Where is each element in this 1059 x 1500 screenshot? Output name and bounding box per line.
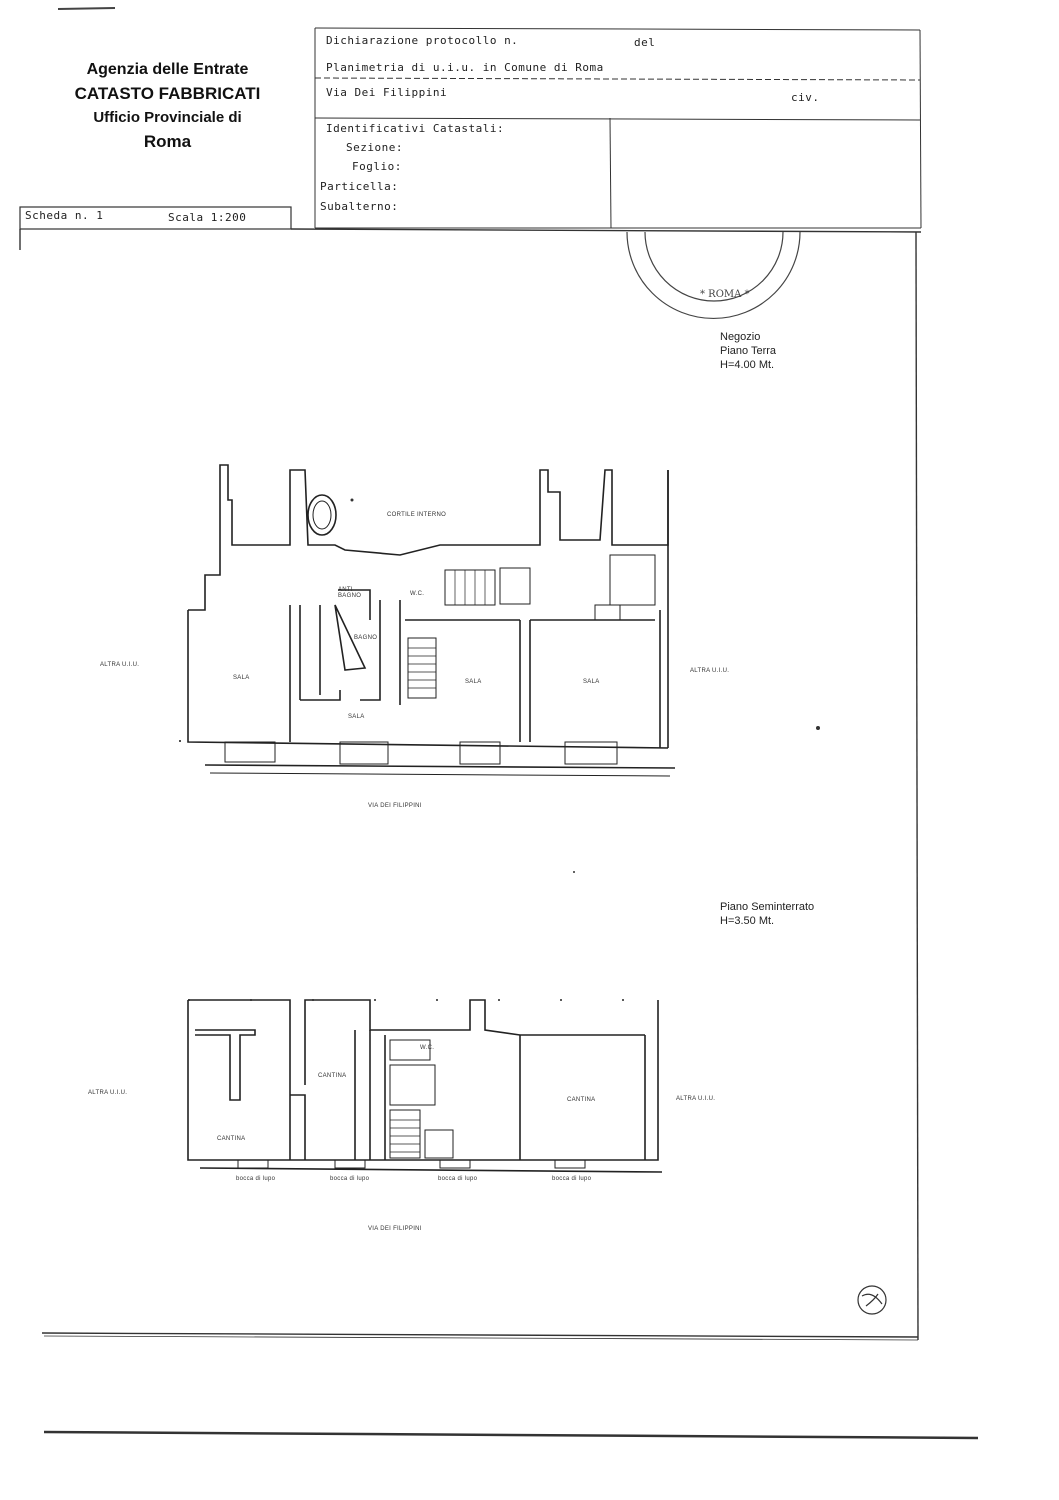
scan-dot bbox=[816, 726, 820, 730]
header-box bbox=[314, 27, 922, 229]
basement-plan bbox=[187, 999, 663, 1173]
window-label: bocca di lupo bbox=[438, 1176, 478, 1182]
scheda-box bbox=[19, 206, 292, 230]
basement-level-label: Piano Seminterrato bbox=[720, 901, 815, 913]
via-label: Via Dei Filippini bbox=[326, 86, 448, 99]
ground-use-label: Negozio bbox=[720, 331, 761, 343]
agency-city: Roma bbox=[143, 132, 192, 151]
ground-height-label: H=4.00 Mt. bbox=[720, 359, 775, 371]
particella-label: Particella: bbox=[320, 180, 399, 193]
scan-dot bbox=[350, 498, 354, 502]
room-label: SALA bbox=[348, 714, 365, 720]
main-frame bbox=[19, 228, 979, 1440]
ground-other-left: ALTRA U.I.U. bbox=[100, 662, 140, 668]
room-label: SALA bbox=[233, 675, 250, 681]
scan-mark bbox=[57, 7, 116, 10]
planimetria-label: Planimetria di u.i.u. in Comune di Roma bbox=[326, 61, 604, 74]
civ-label: civ. bbox=[791, 91, 820, 104]
window-label: bocca di lupo bbox=[236, 1176, 276, 1182]
room-label: SALA bbox=[465, 679, 482, 685]
window-label: bocca di lupo bbox=[330, 1176, 370, 1182]
scan-seal-icon bbox=[857, 1285, 887, 1315]
ground-street-label: VIA DEI FILIPPINI bbox=[368, 803, 422, 809]
agency-department: CATASTO FABBRICATI bbox=[74, 84, 261, 103]
agency-office: Ufficio Provinciale di bbox=[93, 109, 242, 126]
basement-street-label: VIA DEI FILIPPINI bbox=[368, 1226, 422, 1232]
room-label: CANTINA bbox=[217, 1136, 246, 1142]
ground-stairs-lines bbox=[408, 570, 486, 689]
room-label: SALA bbox=[583, 679, 600, 685]
basement-height-label: H=3.50 Mt. bbox=[720, 915, 775, 927]
room-label: CANTINA bbox=[318, 1073, 347, 1079]
room-label: ANTI BAGNO bbox=[338, 587, 362, 599]
basement-stairs-lines bbox=[390, 1119, 420, 1153]
courtyard-label: CORTILE INTERNO bbox=[387, 512, 447, 518]
room-label: BAGNO bbox=[354, 635, 378, 641]
agency-name: Agenzia delle Entrate bbox=[86, 61, 249, 78]
stamp: * ROMA * bbox=[626, 231, 801, 320]
room-label: W.C. bbox=[420, 1045, 435, 1051]
ground-other-right: ALTRA U.I.U. bbox=[690, 668, 730, 674]
ground-floor-plan bbox=[179, 464, 676, 777]
basement-other-left: ALTRA U.I.U. bbox=[88, 1090, 128, 1096]
room-label: CANTINA bbox=[567, 1097, 596, 1103]
subalterno-label: Subalterno: bbox=[320, 200, 399, 213]
scala-label: Scala 1:200 bbox=[168, 211, 247, 224]
basement-other-right: ALTRA U.I.U. bbox=[676, 1096, 716, 1102]
scheda-label: Scheda n. 1 bbox=[25, 209, 104, 222]
ground-level-label: Piano Terra bbox=[720, 345, 777, 357]
sezione-label: Sezione: bbox=[346, 141, 403, 154]
dichiarazione-label: Dichiarazione protocollo n. bbox=[326, 34, 519, 47]
agency-block: Agenzia delle Entrate CATASTO FABBRICATI… bbox=[50, 58, 285, 154]
window-label: bocca di lupo bbox=[552, 1176, 592, 1182]
scan-dot bbox=[573, 871, 575, 873]
svg-text:* ROMA *: * ROMA * bbox=[700, 289, 750, 300]
identificativi-label: Identificativi Catastali: bbox=[326, 122, 505, 135]
room-label: W.C. bbox=[410, 591, 425, 597]
del-label: del bbox=[634, 36, 656, 49]
foglio-label: Foglio: bbox=[352, 160, 402, 173]
